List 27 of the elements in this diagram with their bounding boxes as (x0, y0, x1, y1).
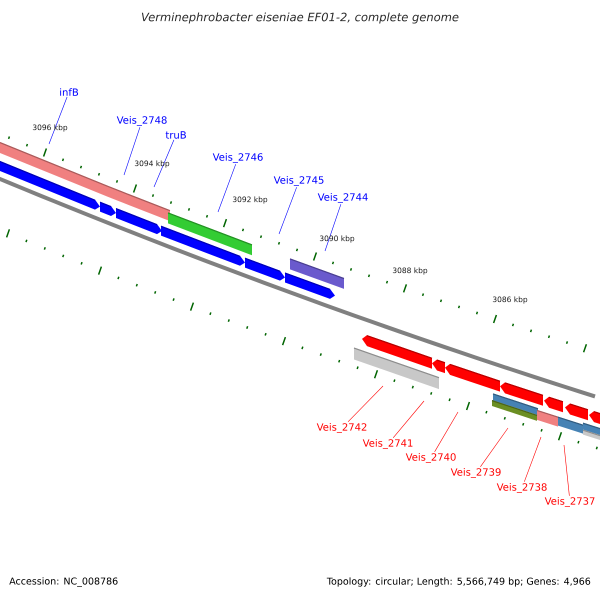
leader-line (278, 186, 297, 234)
leader-line (218, 164, 236, 212)
gene-label: Veis_2738 (496, 483, 547, 493)
leader-line (392, 400, 424, 438)
gene-label: Veis_2746 (212, 153, 263, 163)
leader-line (348, 386, 384, 422)
title: Verminephrobacter eiseniae EF01-2, complete genome (142, 12, 458, 24)
leader-line (524, 436, 542, 482)
leader-line (480, 428, 508, 468)
gene-label: Veis_2739 (450, 468, 501, 478)
gene-label: Veis_2740 (406, 453, 456, 463)
gene-label: Veis_2745 (274, 176, 324, 186)
gene-label: infB (60, 88, 78, 96)
leader-line (434, 412, 458, 452)
gene-label: Veis_2748 (116, 116, 167, 126)
accession-text: Accession: NC_008786 (9, 577, 118, 587)
leader-line (124, 126, 140, 176)
leader-line (48, 96, 68, 144)
gene-label: Veis_2742 (316, 423, 366, 433)
leader-line (324, 204, 342, 252)
gene-label: truB (166, 131, 186, 139)
leader-line (564, 444, 570, 496)
gene-label: Veis_2737 (544, 497, 594, 507)
genome-stats-text: Topology: circular; Length: 5,566,749 bp; Genes: 4,966 (326, 577, 590, 587)
gene-label: Veis_2744 (318, 193, 368, 203)
leader-line (154, 140, 174, 188)
gene-label: Veis_2741 (362, 439, 412, 449)
